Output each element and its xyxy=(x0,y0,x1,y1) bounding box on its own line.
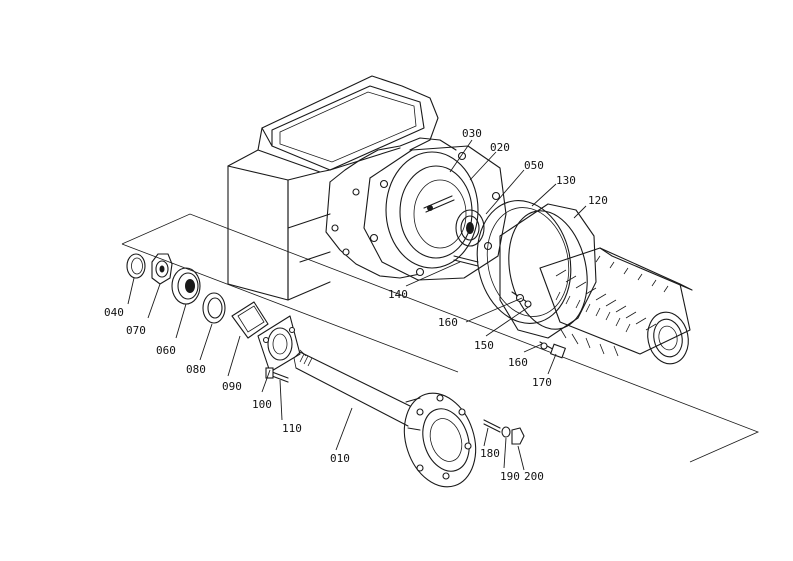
part-120-axle-housing xyxy=(499,203,693,365)
label-160-lower: 160 xyxy=(508,356,528,369)
label-180: 180 xyxy=(480,447,500,460)
part-090-retainer xyxy=(257,315,301,373)
part-130-gasket xyxy=(476,200,572,324)
part-040-seal xyxy=(126,253,146,279)
label-100: 090 xyxy=(222,380,242,393)
label-130: 130 xyxy=(556,174,576,187)
label-150: 150 xyxy=(474,339,494,352)
transmission-case xyxy=(227,75,457,301)
reference-plane xyxy=(121,213,760,463)
label-190: 190 xyxy=(500,470,520,483)
part-100-gasket xyxy=(231,301,269,339)
label-050: 050 xyxy=(524,159,544,172)
label-110: 110 xyxy=(282,422,302,435)
part-050-bearing xyxy=(455,209,485,247)
rear-housing-flange xyxy=(363,145,507,281)
part-080-seal xyxy=(202,292,226,324)
parts-150-160-170-fasteners xyxy=(511,291,567,359)
part-010-axle-shaft xyxy=(293,349,477,488)
label-170: 170 xyxy=(532,376,552,389)
label-020: 020 xyxy=(490,141,510,154)
label-140: 140 xyxy=(388,288,408,301)
part-110-bolt xyxy=(265,367,289,383)
label-160-upper: 160 xyxy=(438,316,458,329)
part-labels: 030 020 050 130 120 140 160 150 160 170 … xyxy=(104,127,608,483)
part-060-bearing xyxy=(171,267,201,305)
label-090: 100 xyxy=(252,398,272,411)
label-120: 120 xyxy=(588,194,608,207)
label-030: 030 xyxy=(462,127,482,140)
part-070-nut xyxy=(151,253,173,285)
label-010: 010 xyxy=(330,452,350,465)
label-200: 200 xyxy=(524,470,544,483)
parts-180-190-200-wheel-fasteners xyxy=(483,419,525,445)
label-060: 060 xyxy=(156,344,176,357)
label-040: 040 xyxy=(104,306,124,319)
part-140-stud xyxy=(453,255,479,267)
leader-lines xyxy=(127,139,587,471)
part-030-pin xyxy=(423,195,455,213)
label-070: 070 xyxy=(126,324,146,337)
label-080: 080 xyxy=(186,363,206,376)
